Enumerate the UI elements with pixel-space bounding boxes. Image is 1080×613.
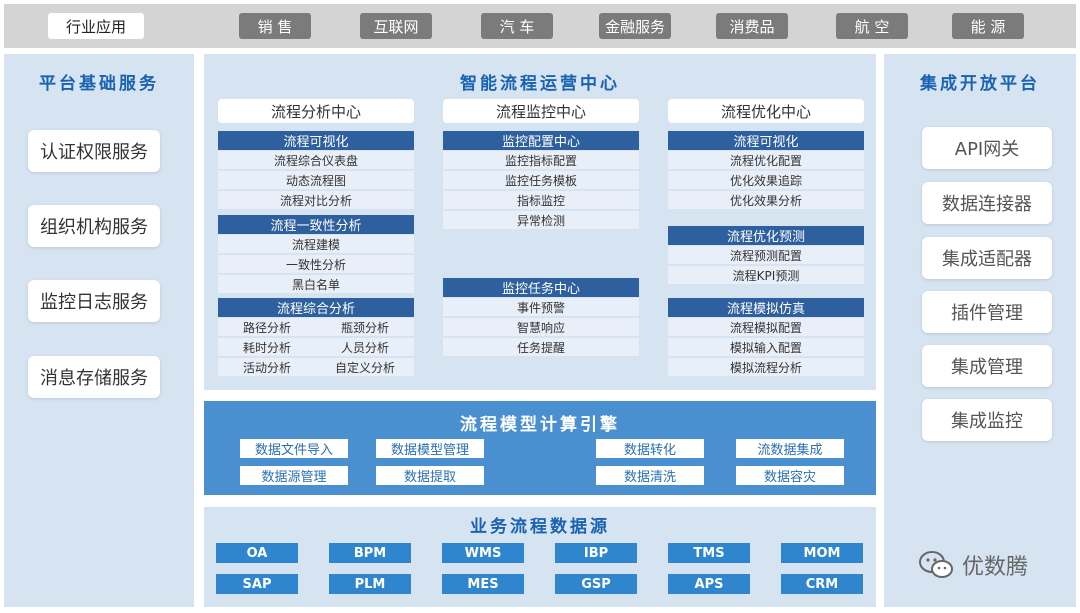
source-oa[interactable]: OA (216, 543, 298, 563)
compute-engine-title: 流程模型计算引擎 (460, 414, 620, 435)
industry-tab-internet[interactable]: 互联网 (360, 13, 432, 39)
list-item[interactable]: 耗时分析 (218, 338, 316, 357)
org-service[interactable]: 组织机构服务 (28, 205, 160, 247)
source-wms[interactable]: WMS (442, 543, 524, 563)
section-heading: 流程优化预测 (668, 226, 864, 245)
list-item[interactable]: 瓶颈分析 (316, 318, 414, 337)
section-heading: 流程可视化 (218, 131, 414, 150)
list-item[interactable]: 异常检测 (443, 211, 639, 230)
engine-item[interactable]: 数据转化 (596, 439, 704, 458)
industry-tab-consumer[interactable]: 消费品 (716, 13, 788, 39)
data-connector[interactable]: 数据连接器 (922, 182, 1052, 224)
industry-tab-finance[interactable]: 金融服务 (599, 13, 671, 39)
industry-label: 行业应用 (48, 13, 144, 39)
list-item[interactable]: 任务提醒 (443, 338, 639, 357)
log-monitor-service[interactable]: 监控日志服务 (28, 280, 160, 322)
plugin-management[interactable]: 插件管理 (922, 291, 1052, 333)
section-heading: 流程模拟仿真 (668, 298, 864, 317)
list-item[interactable]: 流程优化配置 (668, 151, 864, 170)
source-plm[interactable]: PLM (329, 574, 411, 594)
list-item[interactable]: 人员分析 (316, 338, 414, 357)
engine-item[interactable]: 数据清洗 (596, 466, 704, 485)
source-crm[interactable]: CRM (781, 574, 863, 594)
industry-tab-auto[interactable]: 汽 车 (481, 13, 553, 39)
list-item[interactable]: 流程综合仪表盘 (218, 151, 414, 170)
list-item[interactable]: 流程预测配置 (668, 246, 864, 265)
section-heading: 流程可视化 (668, 131, 864, 150)
message-storage-service[interactable]: 消息存储服务 (28, 356, 160, 398)
data-source-title: 业务流程数据源 (470, 516, 610, 537)
list-item[interactable]: 事件预警 (443, 298, 639, 317)
engine-item[interactable]: 数据源管理 (240, 466, 348, 485)
engine-item[interactable]: 数据容灾 (736, 466, 844, 485)
list-item[interactable]: 监控指标配置 (443, 151, 639, 170)
list-item[interactable]: 黑白名单 (218, 275, 414, 294)
section-heading: 监控配置中心 (443, 131, 639, 150)
process-optimize-center[interactable]: 流程优化中心 (668, 99, 864, 123)
engine-item[interactable]: 数据文件导入 (240, 439, 348, 458)
list-item[interactable]: 动态流程图 (218, 171, 414, 190)
source-mom[interactable]: MOM (781, 543, 863, 563)
list-item[interactable]: 活动分析 (218, 358, 316, 377)
list-item[interactable]: 一致性分析 (218, 255, 414, 274)
engine-item[interactable]: 数据模型管理 (376, 439, 484, 458)
list-item[interactable]: 模拟输入配置 (668, 338, 864, 357)
engine-item[interactable]: 流数据集成 (736, 439, 844, 458)
watermark-text: 优数腾 (962, 555, 1029, 580)
engine-item[interactable]: 数据提取 (376, 466, 484, 485)
integration-adapter[interactable]: 集成适配器 (922, 237, 1052, 279)
ops-center-title: 智能流程运营中心 (460, 73, 620, 94)
wechat-icon (919, 551, 953, 578)
api-gateway[interactable]: API网关 (922, 127, 1052, 169)
industry-tab-sales[interactable]: 销 售 (239, 13, 311, 39)
list-item[interactable]: 智慧响应 (443, 318, 639, 337)
list-item[interactable]: 流程建模 (218, 235, 414, 254)
source-ibp[interactable]: IBP (555, 543, 637, 563)
source-aps[interactable]: APS (668, 574, 750, 594)
list-item[interactable]: 流程模拟配置 (668, 318, 864, 337)
list-item[interactable]: 自定义分析 (316, 358, 414, 377)
process-analysis-center[interactable]: 流程分析中心 (218, 99, 414, 123)
section-heading: 流程综合分析 (218, 298, 414, 317)
source-mes[interactable]: MES (442, 574, 524, 594)
data-source-panel (204, 507, 876, 607)
watermark: 优数腾 (918, 548, 1058, 582)
integration-management[interactable]: 集成管理 (922, 345, 1052, 387)
integration-monitor[interactable]: 集成监控 (922, 399, 1052, 441)
section-heading: 流程一致性分析 (218, 215, 414, 234)
process-monitor-center[interactable]: 流程监控中心 (443, 99, 639, 123)
source-sap[interactable]: SAP (216, 574, 298, 594)
industry-tab-aviation[interactable]: 航 空 (836, 13, 908, 39)
industry-tab-energy[interactable]: 能 源 (952, 13, 1024, 39)
list-item[interactable]: 路径分析 (218, 318, 316, 337)
list-item[interactable]: 监控任务模板 (443, 171, 639, 190)
list-item[interactable]: 流程KPI预测 (668, 266, 864, 285)
list-item[interactable]: 流程对比分析 (218, 191, 414, 210)
source-bpm[interactable]: BPM (329, 543, 411, 563)
source-gsp[interactable]: GSP (555, 574, 637, 594)
auth-service[interactable]: 认证权限服务 (28, 130, 160, 172)
list-item[interactable]: 优化效果追踪 (668, 171, 864, 190)
list-item[interactable]: 指标监控 (443, 191, 639, 210)
list-item[interactable]: 优化效果分析 (668, 191, 864, 210)
source-tms[interactable]: TMS (668, 543, 750, 563)
platform-services-title: 平台基础服务 (39, 73, 159, 94)
integration-platform-title: 集成开放平台 (920, 73, 1040, 94)
section-heading: 监控任务中心 (443, 278, 639, 297)
list-item[interactable]: 模拟流程分析 (668, 358, 864, 377)
